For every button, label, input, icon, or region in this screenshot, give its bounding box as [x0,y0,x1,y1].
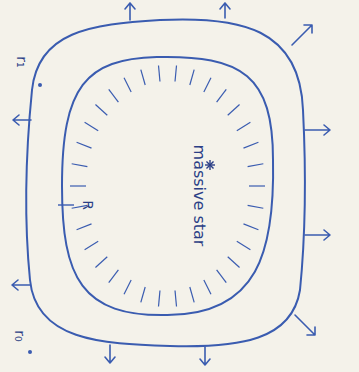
hatch-line [85,241,99,249]
hatch-line [77,142,92,148]
hatch-line [124,280,131,294]
radius-label: r₁ [14,56,30,67]
shell-outline [26,19,305,346]
outflow-arrows [12,3,330,365]
hatch-line [159,66,160,82]
hatch-line [109,89,119,102]
hatch-line [217,270,227,283]
hatch-line [237,122,251,130]
position-dots [28,83,42,354]
radius-label: r₀ [12,330,28,341]
outer-shell [26,19,305,346]
hatch-line [243,142,258,148]
hatch-line [190,70,194,85]
core-boundary [62,57,273,315]
hatch-line [204,78,211,92]
core-label: massive star [191,144,210,246]
hatch-line [249,185,265,186]
hatch-line [95,257,107,268]
hatch-line [228,257,240,268]
hatch-line [141,287,145,302]
outflow-arrow [105,345,115,363]
hatch-line [72,164,88,167]
radius-label: R [80,200,96,210]
outflow-arrow [13,115,31,125]
hatch-line [248,205,264,208]
outflow-arrow [220,3,230,18]
hatch-line [141,70,145,85]
outflow-arrow [305,125,330,135]
star-core: massive star [60,55,275,317]
hatch-line [237,241,251,249]
hatch-line [85,122,99,130]
position-dot [38,83,42,87]
radius-tick [58,204,74,205]
hatch-line [70,185,86,186]
hatch-line [248,164,264,167]
hatch-line [175,66,176,82]
outflow-arrow [12,280,30,290]
hatch-line [159,291,160,307]
hatch-line [243,224,258,230]
hatch-line [95,104,107,115]
position-dot [28,350,32,354]
hatch-line [204,280,211,294]
outflow-arrow [292,25,312,45]
hatch-line [124,78,131,92]
outflow-arrow [200,347,210,365]
hatch-line [228,104,240,115]
hatch-line [109,270,119,283]
outflow-arrow [295,315,315,335]
hatch-line [77,224,92,230]
hatch-line [217,89,227,102]
core-outline [60,55,275,317]
outflow-arrow [125,3,135,20]
hatch-line [190,287,194,302]
hatch-line [175,291,176,307]
outflow-arrow [305,230,330,240]
